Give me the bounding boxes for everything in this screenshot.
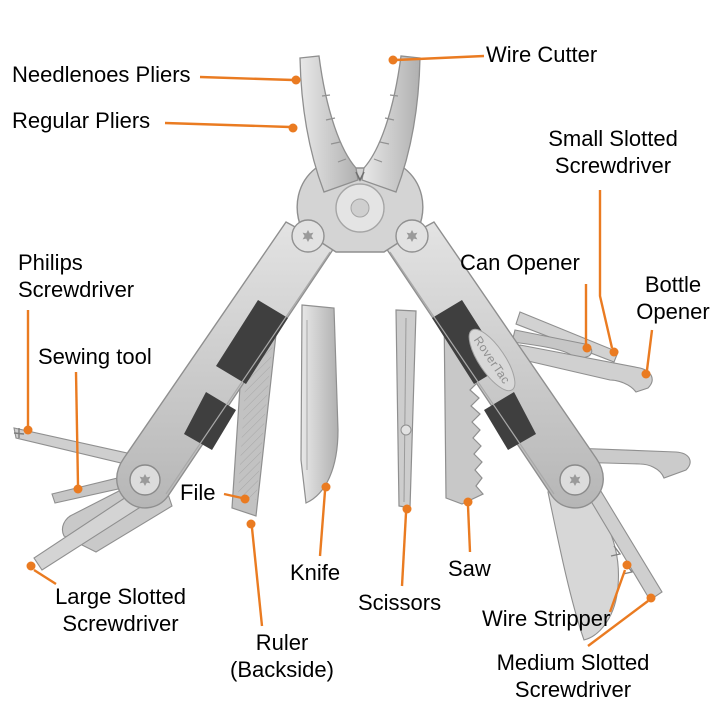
label-large-slotted-screwdriver: Large Slotted Screwdriver (55, 584, 186, 636)
label-bottle-opener: Bottle Opener (636, 272, 710, 324)
label-scissors: Scissors (358, 590, 442, 615)
label-file: File (180, 480, 216, 505)
label-wire-cutter: Wire Cutter (486, 42, 598, 67)
leader-small-slotted-screwdriver (598, 190, 619, 357)
label-medium-slotted-screwdriver: Medium Slotted Screwdriver (496, 650, 650, 702)
right-handle: RoverTac (384, 221, 604, 509)
label-regular-pliers: Regular Pliers (12, 108, 151, 133)
leader-wire-stripper (608, 560, 632, 613)
label-can-opener: Can Opener (460, 250, 580, 275)
label-saw: Saw (448, 556, 491, 581)
leader-wire-cutter (388, 54, 485, 65)
leader-can-opener (582, 284, 592, 353)
leader-needlenose-pliers (199, 75, 301, 85)
label-small-slotted-screwdriver: Small Slotted Screwdriver (548, 126, 678, 178)
leader-saw (463, 497, 473, 553)
leader-large-slotted-screwdriver (26, 561, 57, 586)
scissors-tool (395, 309, 417, 509)
label-wire-stripper: Wire Stripper (482, 606, 611, 631)
knife-blade (300, 304, 339, 504)
left-handle (116, 221, 336, 509)
label-ruler: Ruler (Backside) (230, 630, 334, 682)
leader-scissors (400, 504, 412, 587)
pliers-jaws (299, 55, 421, 193)
label-philips-screwdriver: Philips Screwdriver (18, 250, 135, 302)
label-needlenose-pliers: Needlenoes Pliers (12, 62, 191, 87)
leader-philips-screwdriver (23, 310, 33, 435)
label-knife: Knife (290, 560, 341, 585)
leader-knife (318, 482, 331, 557)
leader-medium-slotted-screwdriver (587, 593, 656, 647)
lower-hook-opener-tool (569, 447, 691, 479)
leader-regular-pliers (164, 121, 298, 133)
label-sewing-tool: Sewing tool (38, 344, 152, 369)
leader-bottle-opener (641, 329, 654, 379)
wire-cutter-notch (355, 171, 365, 182)
leader-file (223, 492, 250, 504)
leader-ruler (246, 519, 264, 627)
leader-sewing-tool (73, 371, 83, 494)
